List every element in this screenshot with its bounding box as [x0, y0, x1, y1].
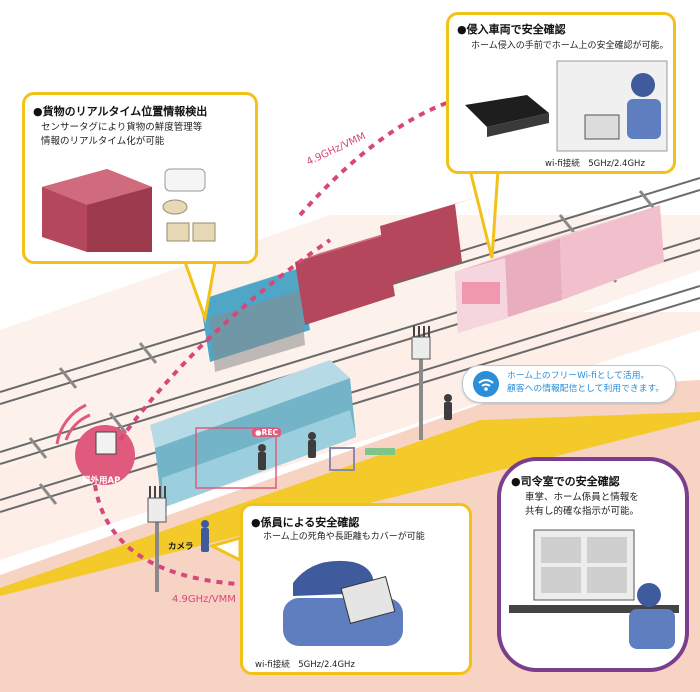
sensor-block-icon-2	[192, 222, 216, 242]
wifi-icon	[473, 371, 499, 397]
locomotive-underframe	[210, 290, 305, 372]
free-wifi-text: ホーム上のフリーWi-fiとして活用。 顧客への情報配信として利用できます。	[507, 370, 664, 396]
outdoor-ap-device	[95, 431, 117, 455]
freight-container-2-top	[380, 197, 478, 226]
driver-body	[627, 99, 661, 139]
outdoor-ap-signal	[64, 413, 91, 441]
operator-body	[629, 609, 675, 649]
commuter-roof	[455, 205, 660, 272]
cargo-container-side	[87, 187, 152, 252]
command-callout-line1: 車掌、ホーム係員と情報を	[525, 492, 639, 503]
command-callout-line2: 共有し的確な指示が可能。	[525, 506, 640, 517]
camera-pole	[147, 486, 167, 592]
onboard-router-icon	[465, 95, 549, 127]
free-wifi-line2: 顧客への情報配信として利用できます。	[507, 384, 665, 394]
sensor-puck-icon	[162, 199, 188, 215]
free-wifi-bubble: ホーム上のフリーWi-fiとして活用。 顧客への情報配信として利用できます。	[462, 365, 676, 403]
command-room-illustration	[509, 529, 679, 649]
vehicle-callout-title: ●侵入車両で安全確認	[457, 23, 566, 36]
platform-ap-pole	[411, 326, 431, 440]
platform-train-roof	[150, 360, 350, 448]
vehicle-callout: ●侵入車両で安全確認 ホーム侵入の手前でホーム上の安全確認が可能。 wi-fi接…	[446, 12, 676, 174]
gate-frame	[329, 447, 355, 471]
cargo-callout-line2: 情報のリアルタイム化が可能	[41, 136, 165, 147]
freight-container-1	[295, 235, 395, 325]
staff-callout: ●係員による安全確認 ホーム上の死角や長距離もカバーが可能 wi-fi接続 5G…	[240, 503, 472, 675]
station-staff	[201, 520, 209, 552]
staff-illustration	[283, 560, 403, 646]
tablet-icon	[340, 576, 396, 624]
camera-label: カメラ	[168, 542, 194, 552]
rec-indicator: ●REC	[252, 428, 281, 437]
outdoor-ap-label: 屋外用AP	[82, 476, 121, 486]
commuter-windshield	[462, 282, 500, 304]
commuter-train	[455, 205, 664, 333]
freight-container-2	[380, 204, 462, 285]
driver-icon	[631, 73, 655, 97]
sensor-block-icon	[166, 222, 190, 242]
cargo-container-top	[42, 169, 152, 205]
vehicle-callout-line1: ホーム侵入の手前でホーム上の安全確認が可能。	[471, 41, 669, 51]
outdoor-ap-signal-outer	[55, 403, 87, 445]
operator-icon	[637, 583, 661, 607]
command-callout-title: ●司令室での安全確認	[511, 475, 620, 488]
freight-train	[200, 197, 478, 372]
onboard-router-side	[487, 113, 549, 137]
vehicle-illustration	[465, 60, 668, 152]
people	[258, 394, 452, 470]
radio-link-staff	[93, 484, 256, 587]
rec-frame	[195, 427, 277, 489]
cargo-callout-title: ●貨物のリアルタイム位置情報検出	[33, 105, 208, 118]
cargo-callout: ●貨物のリアルタイム位置情報検出 センサータグにより貨物の鮮度管理等 情報のリア…	[22, 92, 258, 264]
monitor-screen-1	[541, 537, 581, 563]
bench	[365, 448, 395, 455]
frequency-label-lower: 4.9GHz/VMM	[172, 594, 236, 605]
cargo-callout-line1: センサータグにより貨物の鮮度管理等	[41, 122, 203, 133]
commuter-car-2	[560, 205, 664, 300]
console-desk	[509, 605, 679, 613]
free-wifi-line1: ホーム上のフリーWi-fiとして活用。	[507, 371, 650, 381]
vehicle-wifi-spec: wi-fi接続 5GHz/2.4GHz	[545, 159, 645, 169]
monitor-screen-4	[587, 567, 627, 593]
staff-callout-title: ●係員による安全確認	[251, 516, 360, 529]
monitor-screen-3	[541, 567, 581, 593]
cab-monitor-icon	[584, 114, 620, 140]
monitor-screen-2	[587, 537, 627, 563]
sensor-tag-icon	[164, 168, 206, 192]
cargo-illustration	[42, 168, 216, 252]
staff-callout-line1: ホーム上の死角や長距離もカバーが可能	[263, 532, 425, 542]
command-room-callout: ●司令室での安全確認 車掌、ホーム係員と情報を 共有し的確な指示が可能。	[497, 457, 689, 672]
staff-wifi-spec: wi-fi接続 5GHz/2.4GHz	[255, 660, 355, 670]
radio-link-vehicle	[298, 98, 456, 217]
